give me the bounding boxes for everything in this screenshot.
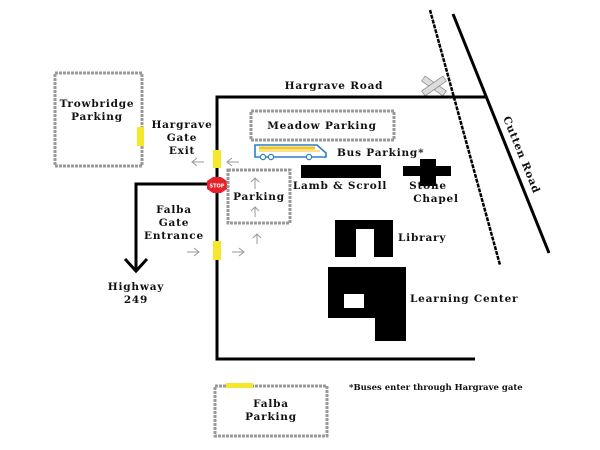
arrow-up-icon bbox=[250, 177, 260, 189]
campus-perimeter-road bbox=[215, 95, 486, 361]
center-parking-lot[interactable] bbox=[226, 168, 292, 225]
arrow-left-icon bbox=[191, 157, 204, 167]
falba-gate bbox=[213, 241, 221, 260]
trowbridge-gate bbox=[137, 127, 144, 146]
falba-gate-label-1: Falba bbox=[156, 204, 192, 216]
stone-chapel-building bbox=[403, 159, 451, 186]
falba-parking-label-1: Falba bbox=[253, 398, 289, 410]
stop-sign-icon bbox=[207, 177, 227, 193]
stop-sign-text: STOP bbox=[210, 184, 225, 190]
highway-route bbox=[134, 182, 217, 270]
meadow-parking-lot[interactable] bbox=[249, 109, 396, 142]
arrow-up-icon bbox=[252, 233, 262, 244]
trowbridge-label-2: Parking bbox=[71, 111, 123, 123]
falba-parking-lot[interactable] bbox=[213, 384, 329, 438]
trowbridge-parking-lot[interactable] bbox=[53, 71, 144, 168]
arrow-right-icon bbox=[187, 247, 200, 257]
chapel-label-1: Stone bbox=[409, 180, 447, 192]
hargrave-gate bbox=[213, 150, 221, 168]
lamb-scroll-building bbox=[301, 165, 381, 178]
arrow-left-icon bbox=[226, 157, 239, 167]
hargrave-road-label: Hargrave Road bbox=[285, 80, 384, 92]
library-label: Library bbox=[398, 232, 446, 244]
center-parking-label: Parking bbox=[233, 191, 285, 203]
bus-icon bbox=[254, 144, 327, 161]
arrow-up-icon bbox=[250, 206, 260, 217]
railroad-track bbox=[428, 9, 502, 266]
lamb-scroll-label: Lamb & Scroll bbox=[293, 180, 387, 192]
hargrave-gate-label-3: Exit bbox=[169, 145, 195, 157]
falba-gate-label-2: Gate bbox=[159, 217, 190, 229]
highway-label-2: 249 bbox=[124, 294, 148, 306]
bus-footnote: *Buses enter through Hargrave gate bbox=[349, 383, 523, 393]
chapel-label-2: Chapel bbox=[413, 193, 459, 205]
bus-parking-label: Bus Parking* bbox=[337, 147, 424, 159]
hargrave-gate-label-2: Gate bbox=[167, 132, 198, 144]
falba-parking-label-2: Parking bbox=[245, 411, 297, 423]
falba-parking-gate bbox=[226, 383, 253, 388]
arrow-right-icon bbox=[232, 247, 245, 257]
library-building bbox=[335, 220, 393, 257]
meadow-parking-label: Meadow Parking bbox=[267, 120, 377, 132]
hargrave-gate-label-1: Hargrave bbox=[151, 119, 212, 131]
falba-gate-label-3: Entrance bbox=[144, 230, 204, 242]
trowbridge-label-1: Trowbridge bbox=[60, 98, 135, 110]
arrow-down-icon bbox=[123, 257, 149, 274]
learning-center-label: Learning Center bbox=[410, 293, 518, 305]
cutten-road-line bbox=[451, 13, 551, 254]
railroad-crossing-icon bbox=[421, 75, 447, 97]
learning-center-building bbox=[328, 267, 406, 341]
highway-label-1: Highway bbox=[108, 281, 165, 293]
